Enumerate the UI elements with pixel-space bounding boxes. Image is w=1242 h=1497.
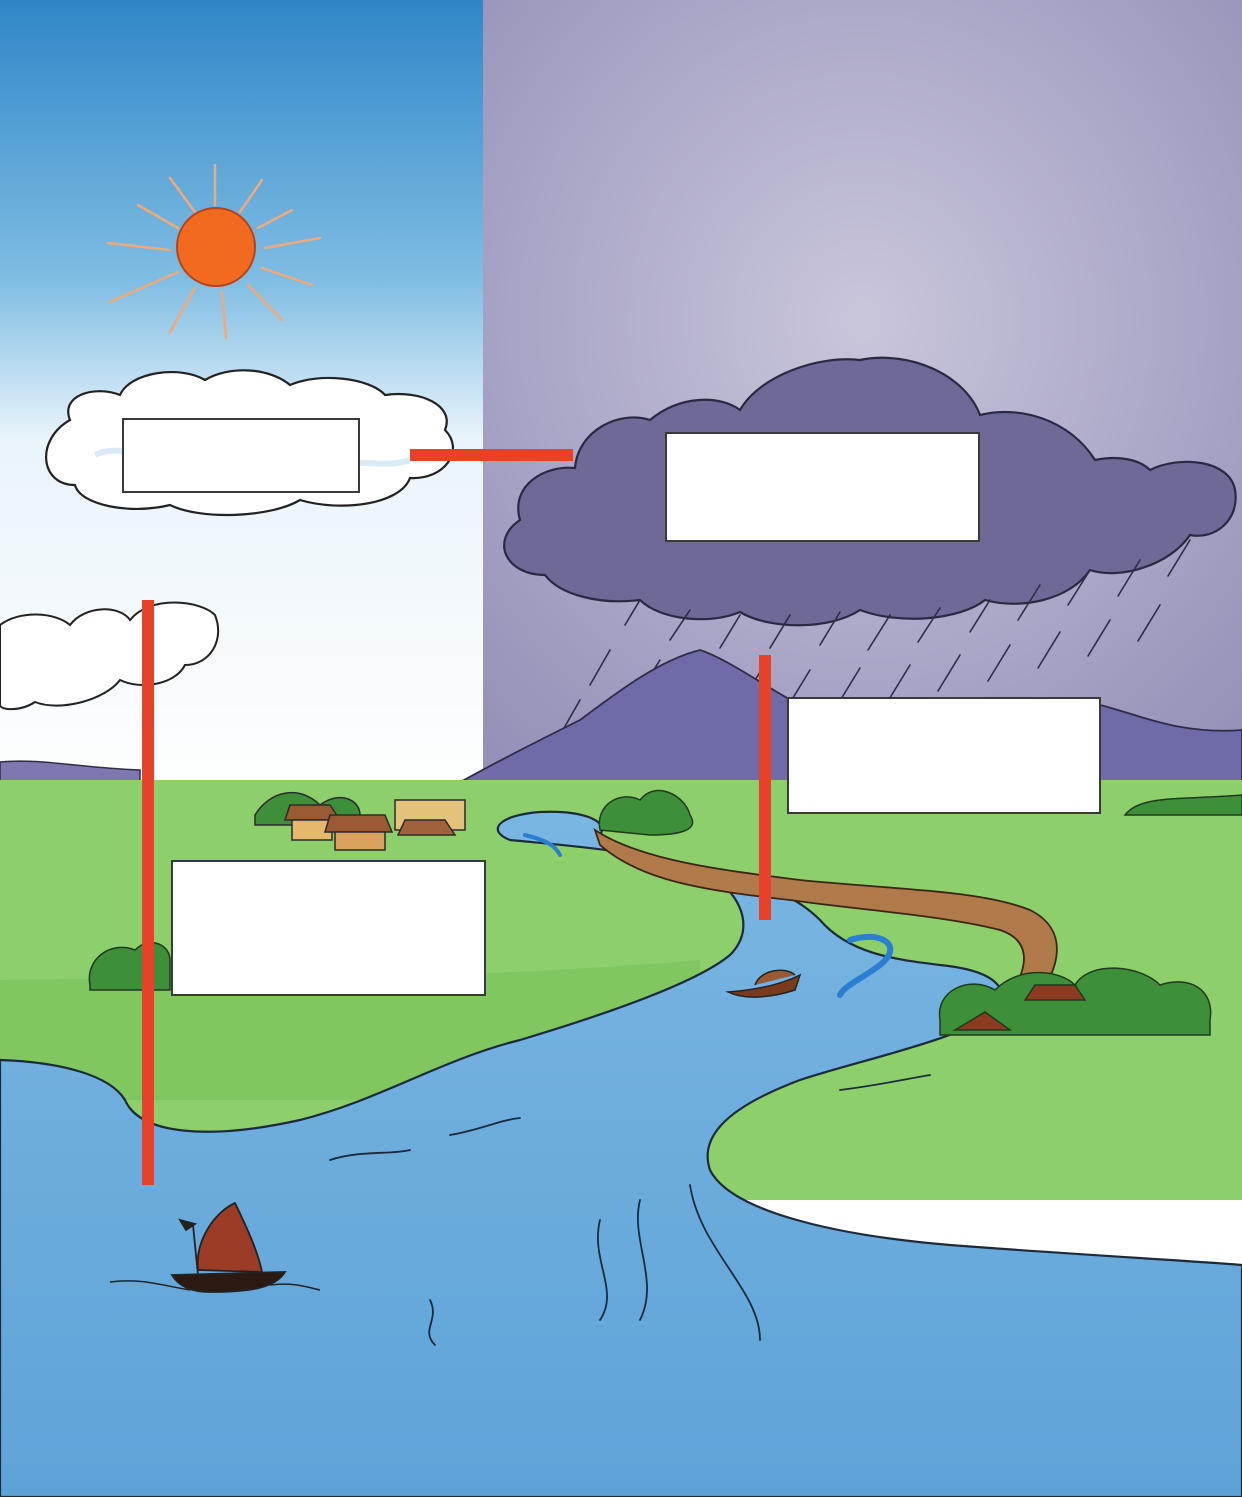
label-box-ground[interactable]	[171, 860, 486, 996]
label-box-white-cloud[interactable]	[122, 418, 360, 493]
label-box-rain[interactable]	[787, 697, 1101, 814]
label-box-storm-cloud[interactable]	[665, 432, 980, 542]
